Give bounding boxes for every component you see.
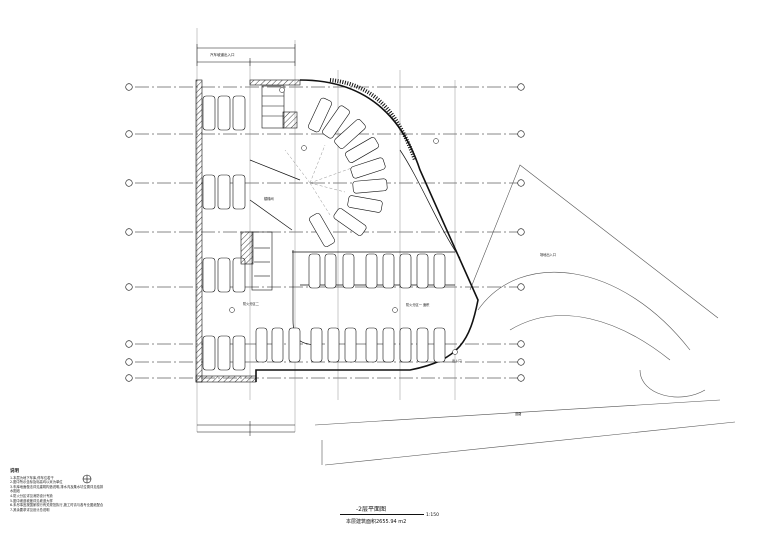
fire-zone-label: 防火分区一 面积: [406, 302, 430, 307]
road-label: 道路: [515, 411, 522, 416]
note-line: 2.图中所示坐标及标高均以米为单位: [10, 480, 63, 485]
parking-stalls-bottom-row: [255, 327, 446, 363]
zone-two-label: 防火分区二: [243, 301, 259, 306]
horizontal-grid-lines: [135, 86, 520, 379]
design-notes: 说明 1.本层为地下车库,停车位若干 2.图中所示坐标及标高均以米为单位 3.车…: [10, 469, 105, 512]
annotation-callouts: [229, 87, 458, 355]
parking-stalls-radial: [308, 97, 388, 247]
drawing-title: -2层平面图: [356, 506, 386, 513]
floor-area-label: 本层建筑面积2655.94 m2: [346, 519, 407, 525]
site-road-lines: [314, 164, 736, 466]
radial-dimension-lines: [284, 144, 361, 216]
drawing-scale: 1:150: [426, 513, 439, 518]
note-line: 3.车库地面做法详见建筑构造说明,排水沟及集水坑位置详见给排水图纸: [10, 484, 104, 494]
north-arrow-icon: [82, 474, 92, 484]
parking-stalls-middle-row: [308, 253, 446, 289]
building-walls: [195, 78, 479, 383]
note-line: 4.防火分区详见消防设计专篇: [10, 493, 53, 498]
ramp-curve: [249, 149, 461, 346]
note-line: 1.本层为地下车库,停车位若干: [10, 475, 54, 480]
parking-stalls-left: [202, 95, 246, 371]
note-line: 6.未尽事宜按国家现行有关规范执行,施工时请与各专业图纸配合: [10, 503, 104, 508]
stair-label: 楼梯间: [264, 196, 274, 201]
ramp-entrance-label: 汽车坡道出入口: [210, 52, 235, 57]
dimension-lines: [196, 44, 296, 436]
exit-label: 出入口: [452, 358, 462, 363]
notes-heading: 说明: [10, 469, 19, 474]
site-entrance-label: 场地出入口: [540, 252, 556, 257]
note-line: 7.其余要求详见设计总说明: [10, 507, 50, 512]
stair-cores: [240, 85, 298, 291]
title-underline: [340, 514, 424, 515]
note-line: 5.图中坡道坡度详见坡道大样: [10, 498, 53, 503]
grid-axis-bubbles: [125, 83, 525, 382]
